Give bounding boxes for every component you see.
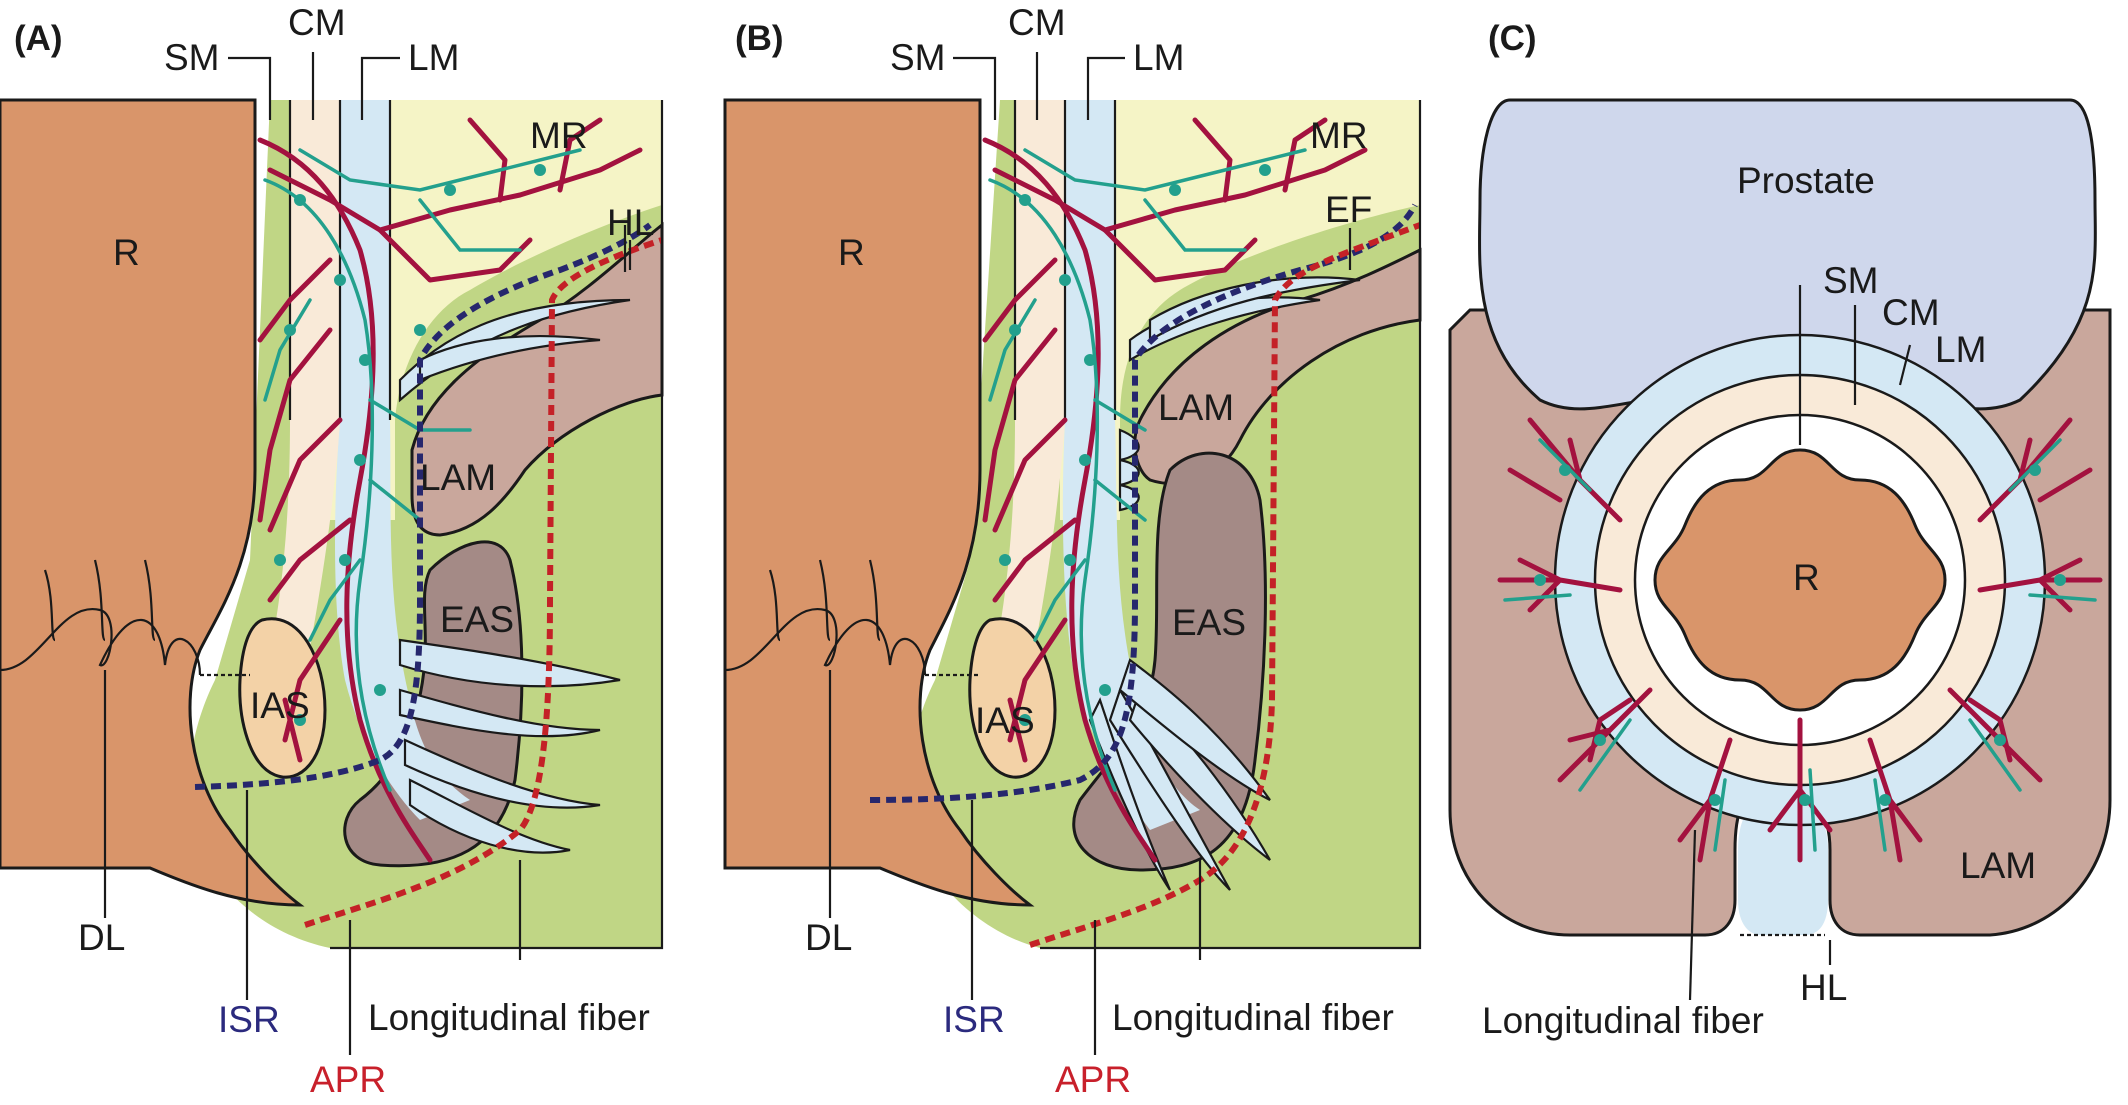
rectum-lumen-c (1653, 448, 1947, 712)
rectum-b (723, 98, 1035, 907)
label-apr-b: APR (1055, 1059, 1131, 1100)
label-longitudinal-c: Longitudinal fiber (1482, 1000, 1764, 1041)
label-sm-a: SM (164, 37, 220, 78)
panel-label-a: (A) (14, 19, 63, 58)
panel-c (1448, 98, 2112, 1001)
label-hl-c: HL (1800, 967, 1847, 1008)
label-cm-b: CM (1008, 2, 1066, 43)
label-ef-b: EF (1325, 189, 1372, 230)
label-ias-a: IAS (250, 685, 310, 726)
label-lm-c: LM (1935, 329, 1986, 370)
label-isr-b: ISR (943, 999, 1005, 1040)
hiatal-ligament-c (1738, 800, 1828, 935)
label-hl-a: HL (607, 202, 654, 243)
apr-line-a (304, 237, 663, 928)
label-mr-a: MR (530, 115, 588, 156)
panel-label-c: (C) (1488, 19, 1537, 58)
label-sm-b: SM (890, 37, 946, 78)
label-cm-a: CM (288, 2, 346, 43)
label-prostate-c: Prostate (1737, 160, 1875, 201)
apr-line-b (1029, 222, 1422, 948)
label-lam-b: LAM (1158, 387, 1234, 428)
label-mr-b: MR (1310, 115, 1368, 156)
isr-line-a (194, 222, 652, 790)
label-cm-c: CM (1882, 292, 1940, 333)
label-lam-c: LAM (1960, 845, 2036, 886)
label-r-b: R (838, 232, 865, 273)
label-lm-b: LM (1133, 37, 1184, 78)
label-sm-c: SM (1823, 260, 1879, 301)
panel-b (723, 52, 1422, 1055)
circular-muscle-a (260, 100, 340, 700)
label-isr-a: ISR (218, 999, 280, 1040)
longitudinal-muscle-b (1062, 100, 1200, 830)
label-eas-b: EAS (1172, 602, 1246, 643)
ias-a (238, 617, 327, 779)
longitudinal-fibers-a (398, 298, 631, 854)
panel-a (0, 52, 664, 1055)
label-lam-a: LAM (420, 457, 496, 498)
label-longitudinal-a: Longitudinal fiber (368, 997, 650, 1038)
label-apr-a: APR (310, 1059, 386, 1100)
panel-label-b: (B) (735, 19, 784, 58)
label-ias-b: IAS (975, 700, 1035, 741)
neurovascular-network-c (1497, 417, 2103, 863)
circular-muscle-b (985, 100, 1065, 700)
label-dl-b: DL (805, 917, 852, 958)
label-r-a: R (113, 232, 140, 273)
label-r-c: R (1793, 557, 1820, 598)
label-lm-a: LM (408, 37, 459, 78)
label-eas-a: EAS (440, 599, 514, 640)
neurovascular-network-b (982, 117, 1368, 863)
label-dl-a: DL (78, 917, 125, 958)
rectum-a (0, 98, 305, 907)
label-longitudinal-b: Longitudinal fiber (1112, 997, 1394, 1038)
